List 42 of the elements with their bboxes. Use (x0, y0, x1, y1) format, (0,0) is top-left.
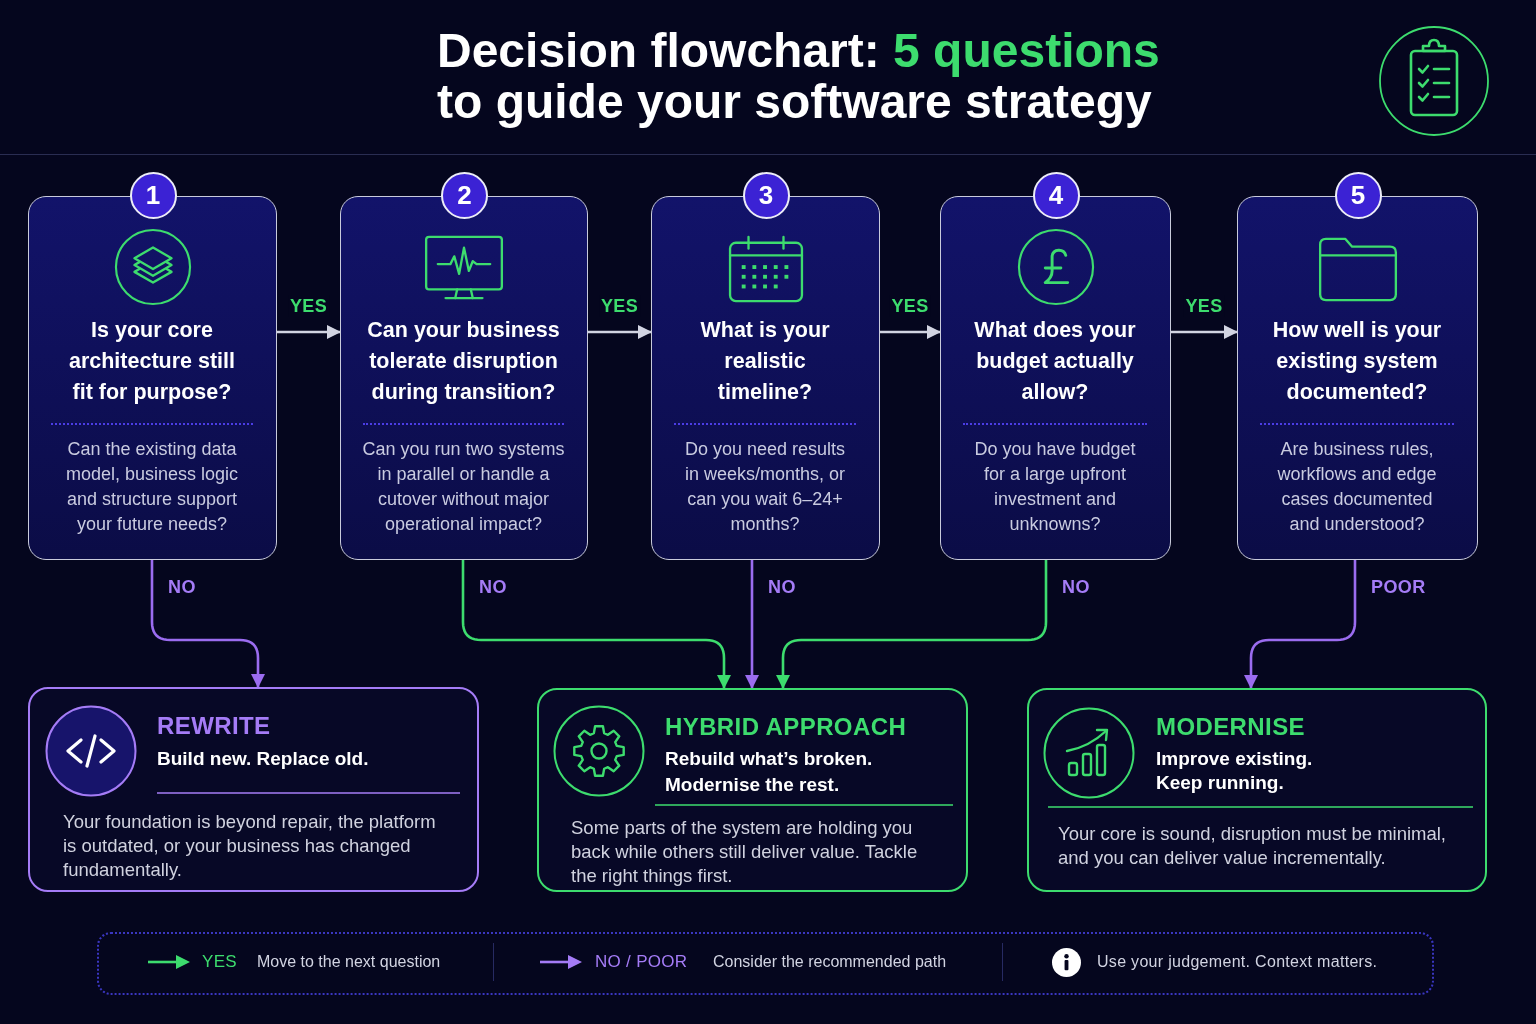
legend-description: Consider the recommended path (713, 952, 947, 972)
arrow (880, 325, 941, 339)
question-text: Can your business tolerate disruption during transition? (366, 317, 561, 406)
outcome-title: HYBRID APPROACH (665, 712, 907, 742)
question-text: How well is your existing system documented? (1271, 317, 1443, 406)
question-detail: Can the existing data model, business logic and structure support your future needs? (64, 438, 240, 536)
outcome-tagline: Rebuild what’s broken. Modernise the rest. (665, 747, 874, 797)
arrow (588, 325, 652, 339)
outcome-description: Some parts of the system are holding you back while others still deliver value. Tackle the right things first. (571, 816, 919, 888)
arrow (150, 560, 265, 688)
legend-description: Move to the next question (257, 952, 441, 972)
legend-text: Use your judgement. Context matters. (1097, 952, 1378, 972)
question-detail: Do you have budget for a large upfront investment and unknowns? (973, 438, 1137, 536)
step-number-badge: 2 (441, 172, 488, 219)
question-detail: Can you run two systems in parallel or handle a cutover without major operational impact? (361, 438, 566, 536)
arrow (461, 560, 731, 689)
outcome-description: Your foundation is beyond repair, the platform is outdated, or your business has changed fundamentally. (63, 810, 437, 882)
title: Decision flowchart: 5 questions to guide your software strategy (437, 25, 1161, 127)
outcome-tagline: Build new. Replace old. (157, 747, 370, 771)
arrow (1171, 325, 1238, 339)
outcome-title: MODERNISE (1156, 712, 1305, 742)
question-text: Is your core architecture still fit for purpose? (67, 317, 237, 406)
outcome-description: Your core is sound, disruption must be minimal, and you can deliver value incrementally. (1058, 822, 1447, 870)
step-number-badge: 1 (129, 172, 177, 219)
outcome-card (28, 687, 479, 892)
question-detail: Are business rules, workflows and edge cases documented and understood? (1276, 438, 1438, 536)
arrow (745, 560, 759, 689)
question-text: What is your realistic timeline? (699, 317, 831, 406)
question-detail: Do you need results in weeks/months, or can you wait 6–24+ months? (683, 438, 847, 536)
step-number-badge: 3 (742, 172, 790, 219)
legend-text: YES (202, 951, 237, 973)
arrow (776, 560, 1048, 689)
outcome-card (537, 688, 968, 892)
question-text: What does your budget actually allow? (973, 317, 1137, 406)
arrow (277, 325, 341, 339)
step-number-badge: 5 (1334, 172, 1382, 219)
step-number-badge: 4 (1032, 172, 1080, 219)
outcome-title: REWRITE (157, 711, 271, 741)
outcome-card (1027, 688, 1487, 892)
legend-text: NO / POOR (595, 951, 688, 973)
outcome-tagline: Improve existing. Keep running. (1156, 747, 1314, 795)
arrow (1244, 560, 1357, 689)
